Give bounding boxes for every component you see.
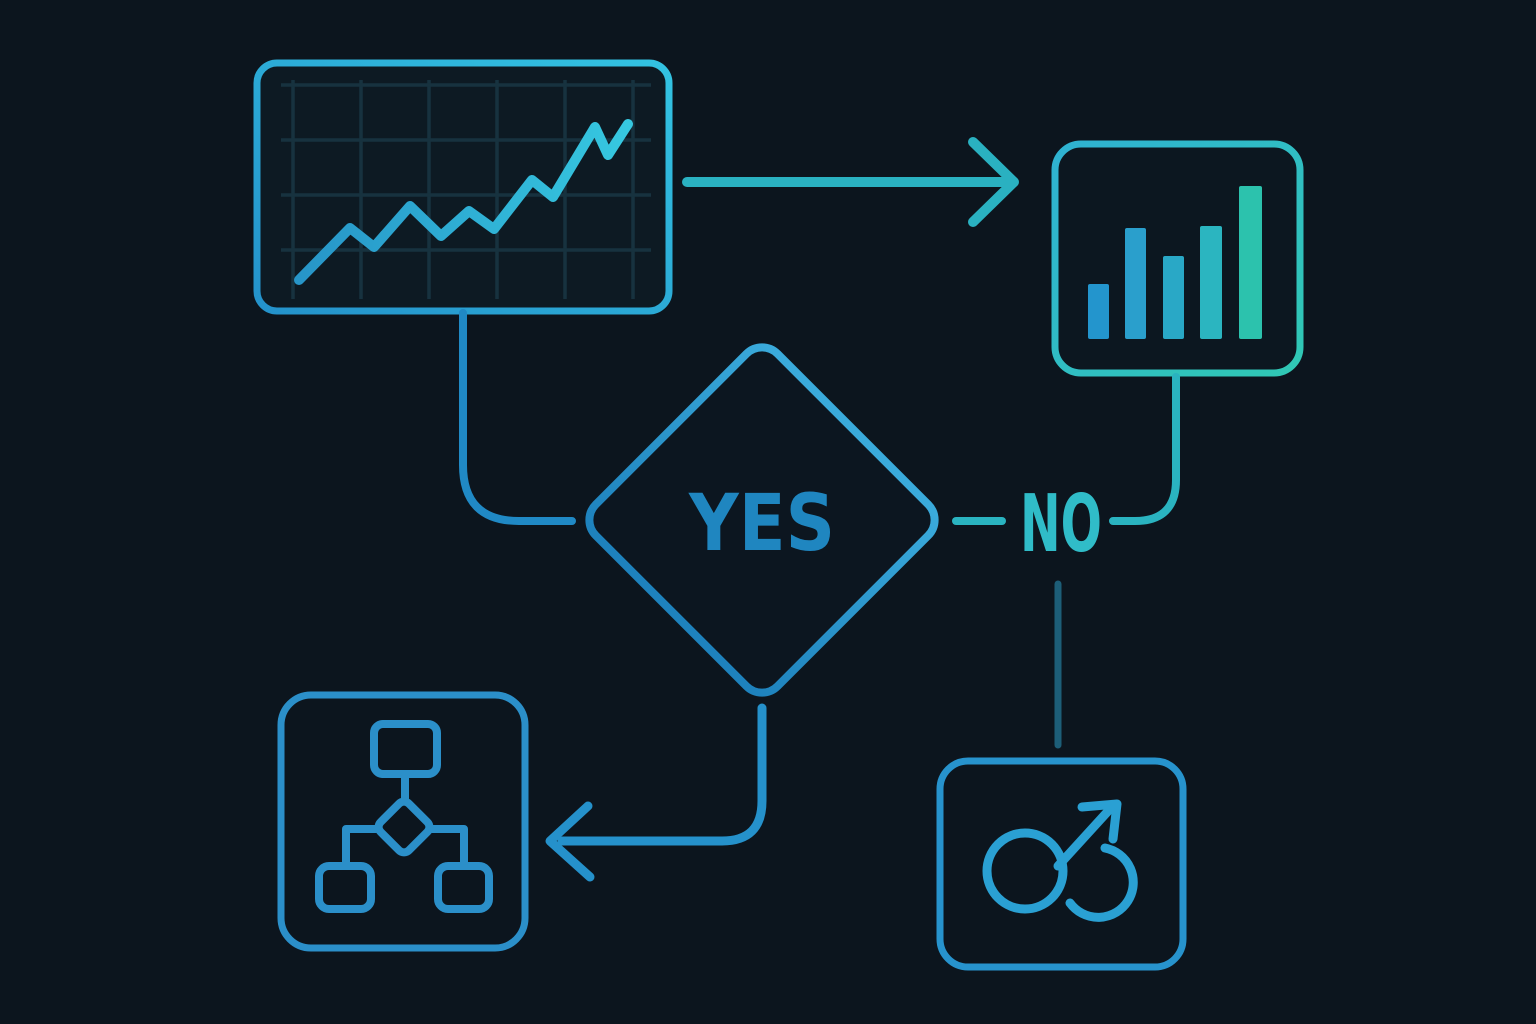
line-chart-grid — [281, 80, 651, 299]
arrow-decision-flowchart — [545, 703, 767, 882]
bar — [1125, 228, 1146, 339]
flowchart-top-box — [370, 720, 441, 778]
bar — [1239, 186, 1262, 339]
bar-chart-icon — [1088, 186, 1262, 339]
arrow-head — [968, 137, 1019, 227]
male-open-arc — [1065, 843, 1138, 922]
male-arrow-shaft — [1053, 804, 1115, 871]
arrow-shaft — [557, 703, 767, 846]
male-frame — [936, 757, 1187, 971]
flowchart-left-box — [315, 862, 375, 913]
decision-diamond — [585, 343, 939, 697]
male-symbol-icon — [982, 799, 1138, 922]
flowchart-left-branch — [342, 825, 380, 870]
male-circle — [982, 828, 1068, 914]
flowchart-diamond — [374, 797, 434, 857]
line-chart-node — [253, 59, 673, 315]
male-arrow-head — [1077, 799, 1122, 844]
bar — [1200, 226, 1222, 339]
bar — [1163, 256, 1184, 339]
line-chart-frame — [253, 59, 673, 315]
flowchart-node — [277, 691, 529, 952]
connector-linechart-decision — [459, 309, 576, 525]
connector-barchart-no — [1109, 373, 1180, 525]
arrow-head — [545, 801, 595, 882]
line-chart-icon — [294, 119, 633, 285]
arrow-right-icon — [682, 137, 1019, 227]
flowchart-frame — [277, 691, 529, 952]
flowchart-right-box — [434, 862, 493, 913]
bar — [1088, 284, 1109, 339]
flowchart-right-branch — [428, 825, 468, 870]
flowchart-icon — [315, 720, 493, 913]
decision-node: YES — [585, 343, 939, 697]
male-symbol-node — [936, 757, 1187, 971]
yes-label: YES — [688, 479, 835, 569]
bar-chart-node — [1051, 140, 1304, 377]
no-label: NO — [1020, 478, 1102, 570]
